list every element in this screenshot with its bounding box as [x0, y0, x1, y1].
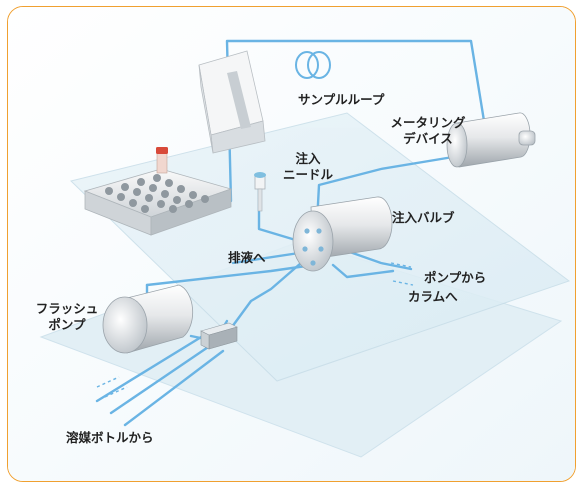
flow-arrows: [96, 262, 414, 398]
injection-needle-label-line2: ニードル: [282, 167, 333, 182]
sample-tray: [83, 147, 233, 236]
injection-valve-shape: [292, 196, 393, 272]
injection-needle-shape: [254, 172, 266, 212]
from-pump-label: ポンプから: [424, 270, 487, 285]
tubing: [95, 39, 487, 427]
metering-device-label-line2: デバイス: [403, 131, 453, 146]
flush-pump-shape: [102, 284, 194, 354]
mixer-block: [200, 322, 238, 350]
to-drain-label: 排液へ: [228, 250, 266, 265]
autosampler-diagram: [8, 7, 575, 481]
sample-vial: [156, 147, 168, 174]
sample-loop-label: サンプルループ: [298, 92, 385, 107]
sample-loop-coil: [295, 51, 331, 79]
to-column-label: カラムへ: [408, 289, 458, 304]
from-solvent-bottle-label: 溶媒ボトルから: [66, 430, 154, 445]
injection-needle-label-line1: 注入: [295, 151, 321, 166]
flush-pump-label-line1: フラッシュ: [35, 301, 99, 316]
flush-pump-label-line2: ポンプ: [48, 317, 86, 332]
metering-device-shape: [446, 112, 536, 168]
diagram-frame: サンプルループ メータリング デバイス 注入 ニードル 注入バルブ 排液へ ポン…: [7, 6, 576, 482]
injection-valve-label: 注入バルブ: [392, 210, 455, 225]
metering-device-label-line1: メータリング: [390, 115, 466, 130]
needle-arm-tower: [198, 50, 266, 154]
